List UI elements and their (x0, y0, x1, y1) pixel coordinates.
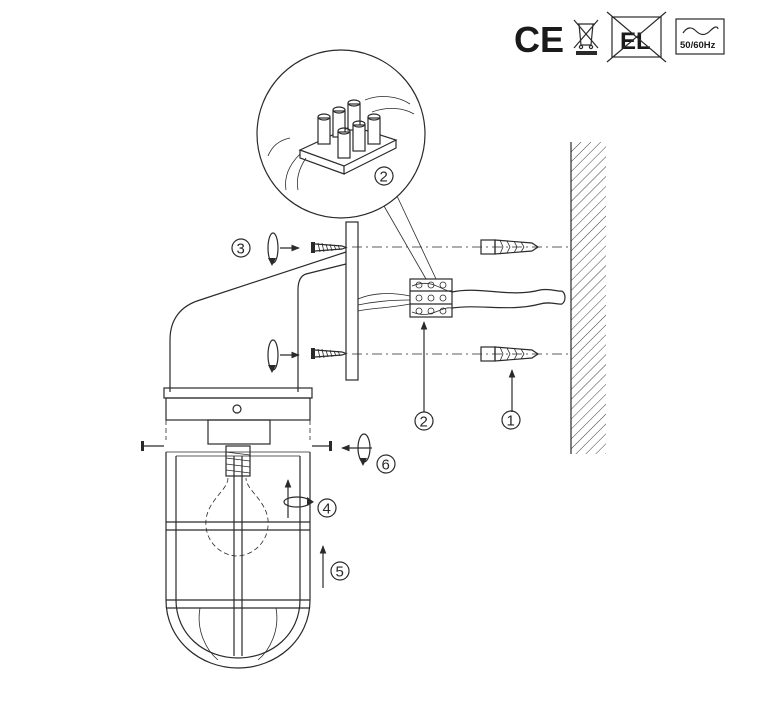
callout-6: 6 (376, 454, 396, 474)
screw-lower (311, 348, 348, 359)
callout-1: 1 (501, 410, 521, 430)
set-screw-left (141, 441, 164, 451)
callout-3: 3 (231, 238, 251, 258)
screw-center-lines (352, 246, 571, 355)
wall-plug-lower (480, 346, 540, 362)
rotate-arrow-icon (267, 339, 300, 373)
rotate-arrow-icon (267, 232, 300, 266)
svg-text:5: 5 (336, 564, 344, 581)
screw-upper (311, 242, 348, 253)
svg-text:2: 2 (380, 169, 388, 186)
svg-text:50/60Hz: 50/60Hz (680, 40, 716, 51)
callout-2: 2 (414, 411, 434, 431)
wall (570, 142, 606, 454)
weee-bin-icon (573, 19, 599, 55)
rotate-arrow-icon (341, 433, 372, 466)
rotate-arrow-icon (283, 479, 314, 518)
lamp-housing (163, 251, 347, 445)
svg-text:6: 6 (382, 457, 390, 474)
set-screw-right (312, 441, 332, 451)
detail-magnifier (256, 49, 437, 280)
wall-plug-upper (480, 239, 540, 255)
svg-text:4: 4 (323, 501, 331, 518)
callout-5: 5 (330, 561, 350, 581)
callout-2-detail: 2 (374, 166, 394, 186)
svg-text:EL: EL (620, 28, 651, 55)
svg-text:3: 3 (237, 241, 245, 258)
certification-marks: CE EL 50/60Hz (514, 11, 725, 63)
svg-text:1: 1 (507, 413, 515, 430)
callout-4: 4 (317, 498, 337, 518)
ac-frequency-icon: 50/60Hz (675, 18, 725, 55)
supply-cable (357, 282, 566, 315)
svg-text:2: 2 (420, 414, 428, 431)
terminal-block (409, 278, 453, 318)
ce-mark-icon: CE (514, 19, 564, 60)
el-crossed-icon: EL (606, 11, 667, 63)
mounting-bracket (345, 221, 359, 381)
light-bulb (205, 445, 269, 557)
protective-cage (165, 451, 311, 669)
